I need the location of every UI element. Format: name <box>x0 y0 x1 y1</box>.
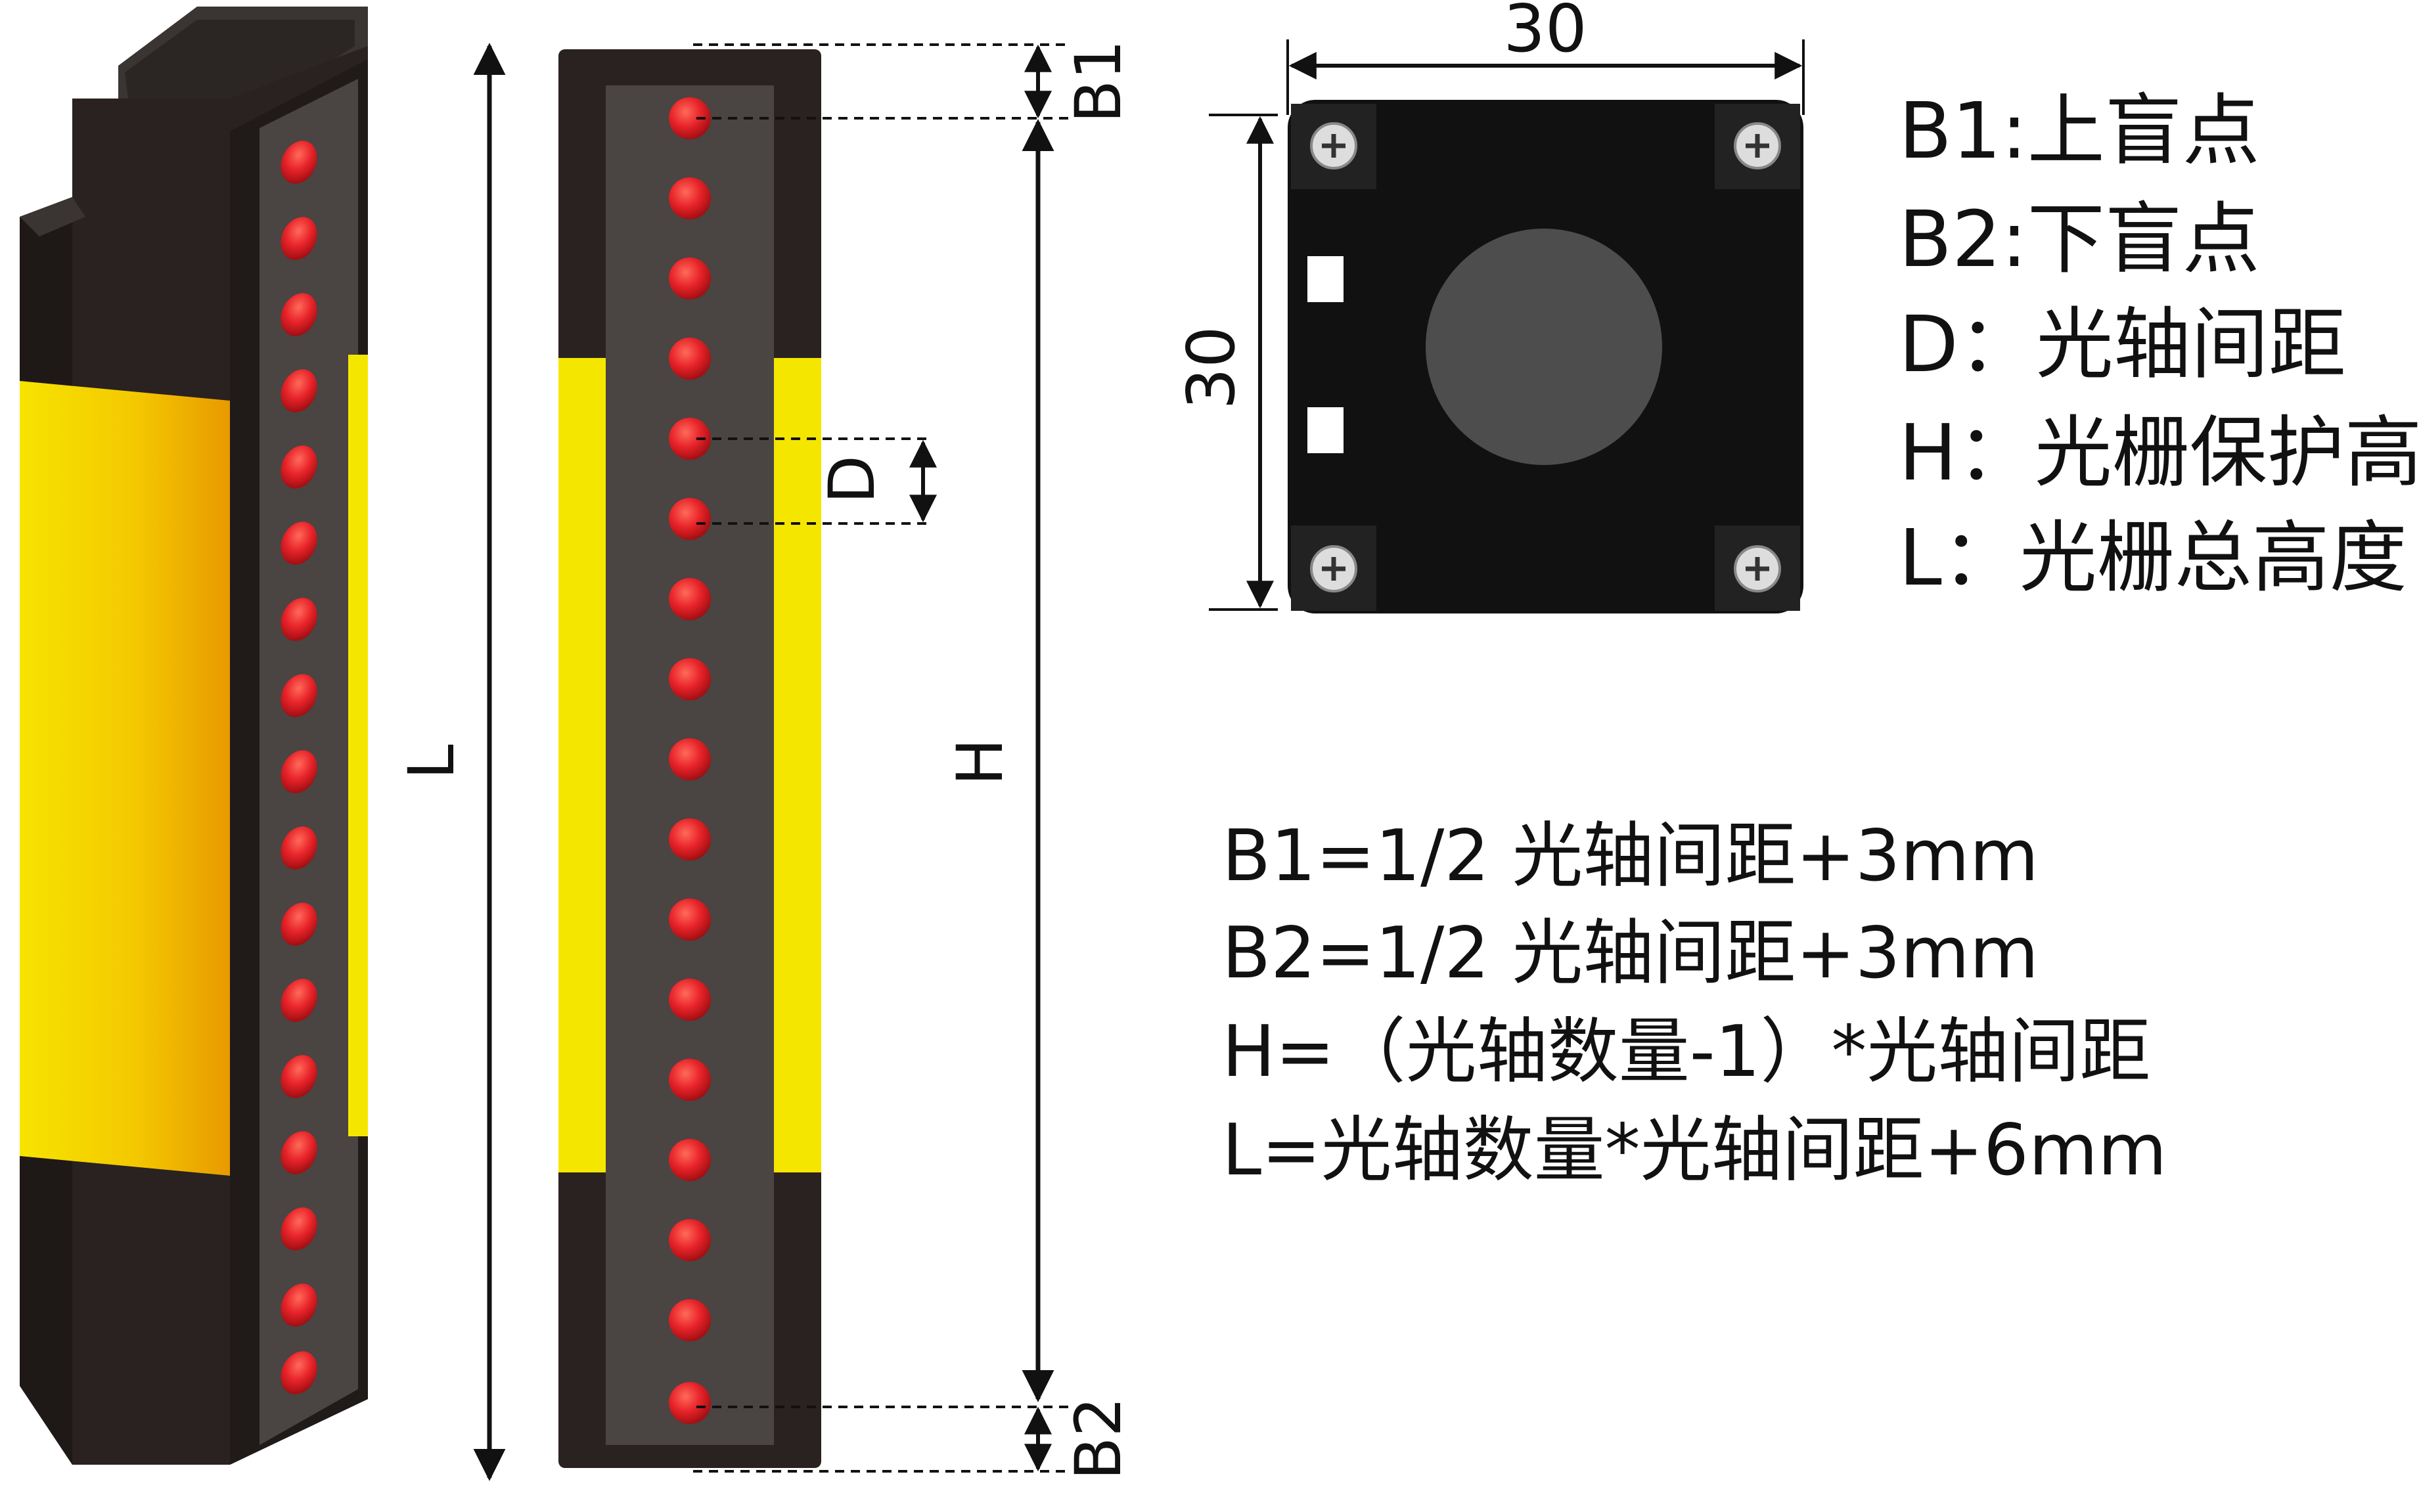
lens <box>281 445 317 489</box>
lens <box>281 902 317 946</box>
lens <box>281 293 317 336</box>
lens <box>281 522 317 565</box>
label-height: 30 <box>1173 326 1250 409</box>
lens <box>281 1131 317 1174</box>
perspective-view <box>20 7 368 1465</box>
lens <box>281 979 317 1022</box>
lens <box>669 738 711 780</box>
lens <box>669 818 711 860</box>
screw-icon <box>1291 525 1376 611</box>
lens <box>669 899 711 941</box>
lens <box>281 674 317 717</box>
dimension-height: 30 <box>1173 114 1278 611</box>
yellow-band-side <box>20 381 230 1176</box>
lens-row-front <box>669 97 711 1424</box>
lens <box>669 498 711 540</box>
lens-row-perspective <box>281 141 317 1394</box>
lens <box>669 1139 711 1181</box>
screw-icon <box>1715 104 1800 189</box>
lens <box>281 1283 317 1327</box>
lens <box>281 750 317 793</box>
lens <box>669 257 711 300</box>
legend-item-B1: B1:上盲点 <box>1899 85 2260 176</box>
lens <box>669 979 711 1021</box>
label-D: D <box>815 455 889 504</box>
dimension-B2: B2 <box>693 1397 1135 1480</box>
legend-item-H: H：光栅保护高度 <box>1899 407 2419 498</box>
lens <box>669 1299 711 1341</box>
yellow-band-left <box>558 358 606 1172</box>
yellow-band-right <box>774 358 821 1172</box>
lens <box>669 338 711 380</box>
lens <box>669 97 711 139</box>
lens <box>281 1351 317 1394</box>
screw-icon <box>1291 104 1376 189</box>
end-cap-view <box>1288 100 1803 613</box>
lens <box>669 578 711 620</box>
label-width: 30 <box>1503 0 1587 67</box>
dimension-B1: B1 <box>693 40 1135 123</box>
lens <box>281 141 317 184</box>
screw-icon <box>1715 525 1800 611</box>
dimension-width: 30 <box>1286 0 1805 115</box>
formula-B1: B1=1/2 光轴间距+3mm <box>1222 815 2039 897</box>
label-B2: B2 <box>1062 1397 1135 1480</box>
lens <box>669 1219 711 1261</box>
legend-item-D: D：光轴间距 <box>1899 299 2346 389</box>
lens <box>281 826 317 870</box>
dimension-H: H <box>943 119 1054 1402</box>
lens <box>669 177 711 219</box>
front-view <box>558 49 821 1468</box>
lens <box>281 217 317 260</box>
label-B1: B1 <box>1062 40 1135 123</box>
lens <box>669 418 711 460</box>
dimension-D: D <box>696 437 937 525</box>
formula-H: H=（光轴数量-1）*光轴间距 <box>1222 1011 2151 1093</box>
legend-item-L: L：光栅总高度 <box>1899 512 2407 603</box>
legend-item-B2: B2:下盲点 <box>1899 194 2260 284</box>
lens <box>281 598 317 641</box>
lens <box>669 658 711 700</box>
formula-B2: B2=1/2 光轴间距+3mm <box>1222 912 2039 994</box>
end-cap-disc <box>1426 229 1662 465</box>
label-H: H <box>943 738 1017 786</box>
lens <box>281 1207 317 1251</box>
lens <box>669 1059 711 1101</box>
lens <box>281 1055 317 1098</box>
dimension-L: L <box>395 43 506 1481</box>
formula-L: L=光轴数量*光轴间距+6mm <box>1222 1109 2167 1191</box>
lens <box>669 1382 711 1424</box>
label-L: L <box>395 744 468 779</box>
lens <box>281 369 317 412</box>
